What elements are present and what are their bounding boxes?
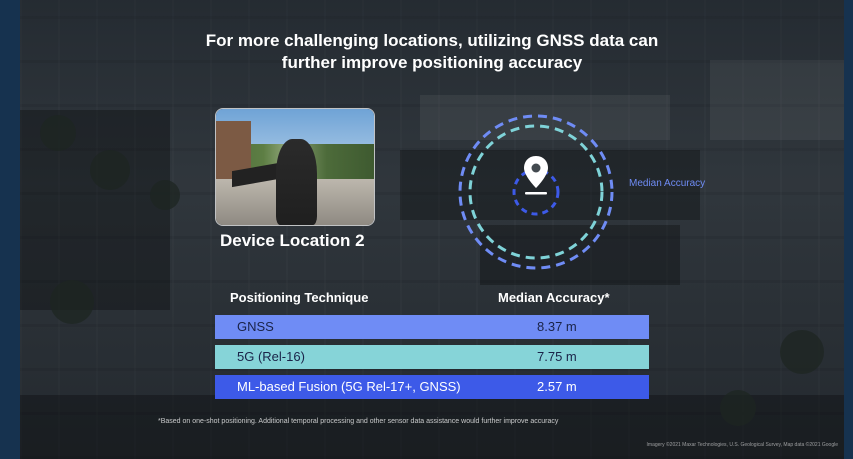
header-technique: Positioning Technique <box>230 290 369 305</box>
row-technique: 5G (Rel-16) <box>237 349 305 364</box>
table-row: GNSS 8.37 m <box>215 315 649 339</box>
map-tree <box>720 390 756 426</box>
map-tree <box>780 330 824 374</box>
map-parking <box>710 60 844 140</box>
map-tree <box>90 150 130 190</box>
accuracy-rings <box>458 114 614 270</box>
table-row: ML-based Fusion (5G Rel-17+, GNSS) 2.57 … <box>215 375 649 399</box>
header-accuracy: Median Accuracy* <box>498 290 610 305</box>
title-line-2: further improve positioning accuracy <box>281 53 583 72</box>
slide: For more challenging locations, utilizin… <box>20 0 844 459</box>
middle-accuracy-ring <box>468 124 604 260</box>
table-row: 5G (Rel-16) 7.75 m <box>215 345 649 369</box>
row-technique: GNSS <box>237 319 274 334</box>
photo-caption: Device Location 2 <box>220 231 365 250</box>
device-photo <box>215 108 375 226</box>
median-accuracy-label: Median Accuracy <box>629 178 706 189</box>
map-tree <box>40 115 76 151</box>
map-road <box>20 395 844 459</box>
row-accuracy: 2.57 m <box>537 379 577 394</box>
row-accuracy: 7.75 m <box>537 349 577 364</box>
footnote: *Based on one-shot positioning. Addition… <box>158 418 559 425</box>
outer-accuracy-ring <box>458 114 614 270</box>
map-roof <box>400 150 700 220</box>
map-credit: Imagery ©2021 Maxar Technologies, U.S. G… <box>646 442 838 448</box>
row-accuracy: 8.37 m <box>537 319 577 334</box>
slide-title: For more challenging locations, utilizin… <box>20 30 844 74</box>
map-tree <box>150 180 180 210</box>
title-line-1: For more challenging locations, utilizin… <box>205 31 659 50</box>
row-technique: ML-based Fusion (5G Rel-17+, GNSS) <box>237 379 461 394</box>
location-pin-icon <box>524 156 548 195</box>
map-tree <box>50 280 94 324</box>
